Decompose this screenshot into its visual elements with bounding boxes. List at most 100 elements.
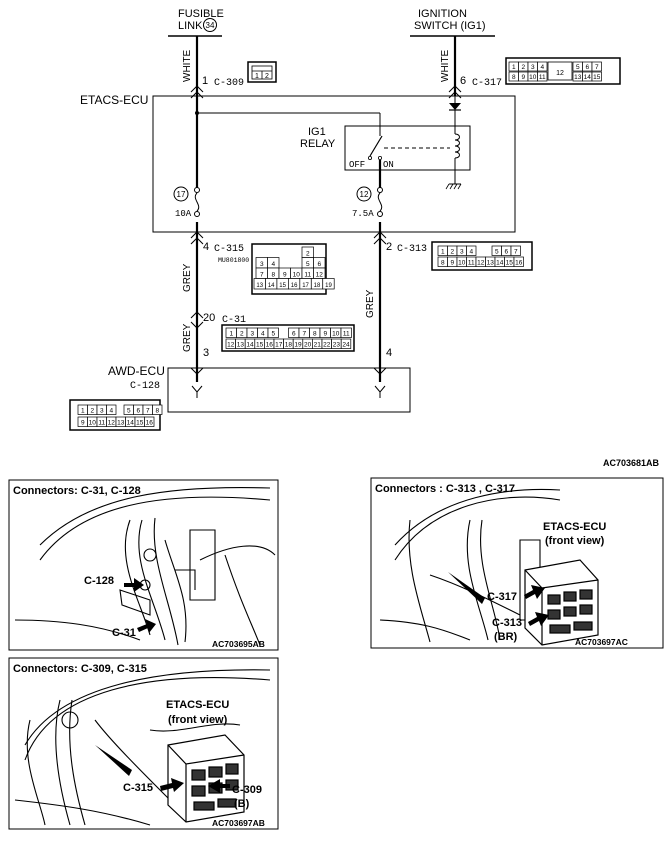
panel1-label-c128: C-128: [84, 575, 114, 587]
right-wire-color: WHITE: [440, 49, 451, 82]
c31-label: C-31: [222, 315, 246, 326]
panel3-label-c309: C-309: [232, 784, 262, 796]
connector-pin-number: 5: [127, 407, 131, 414]
panel3-ecu-icon: [167, 734, 245, 823]
fuse-12-circle: [356, 186, 372, 202]
panel1-code: AC703695AB: [212, 639, 265, 649]
connector-pin-number: 7: [302, 330, 306, 337]
grey-label-2: GREY: [182, 323, 193, 352]
fuse-10a-label: 10A: [175, 209, 192, 219]
connector-pin-number: 3: [260, 261, 264, 268]
connector-cell: [267, 327, 279, 338]
awd-ecu-box: [167, 367, 411, 413]
connector-pin-number: 20: [304, 341, 312, 348]
panel3-ecu-label: ETACS-ECU: [166, 699, 229, 711]
connector-pin-number: 8: [512, 74, 516, 81]
pin-3-label: 3: [203, 347, 209, 359]
fuse-10a-icon: [192, 187, 202, 222]
panel2-ecu-label-2: (front view): [545, 535, 605, 547]
c317-pin-12: 12: [556, 70, 564, 77]
connector-pin-number: 13: [487, 259, 495, 266]
connector-pin-number: 9: [283, 271, 287, 278]
connector-pin-number: 5: [306, 261, 310, 268]
panel2-label-br: (BR): [494, 631, 518, 643]
fusible-link-number-circle: [203, 18, 217, 32]
c309-pin-1: 1: [255, 73, 259, 80]
connector-pin-number: 14: [246, 341, 254, 348]
connector-pin-number: 18: [285, 341, 293, 348]
connector-cell: [152, 404, 163, 415]
relay-on-label: ON: [383, 160, 394, 170]
c315-label: C-315: [214, 244, 244, 255]
panel2-ecu-icon: [524, 559, 599, 646]
panel2-code: AC703697AC: [575, 637, 628, 647]
c309-pin-2: 2: [265, 73, 269, 80]
c309-connector: 1 2: [247, 61, 277, 83]
connector-pin-number: 13: [256, 283, 263, 289]
connector-pin-number: 22: [323, 341, 331, 348]
panel1-label-c31: C-31: [112, 627, 136, 639]
ignition-switch-label: IGNITION: [418, 8, 467, 20]
connector-pin-number: 13: [574, 74, 582, 81]
pin-1-label: 1: [202, 75, 208, 87]
panel2-arrow-c317: [524, 585, 545, 599]
pin-4b-label: 4: [386, 347, 392, 359]
connector-pin-number: 16: [291, 283, 298, 289]
connector-pin-number: 2: [306, 250, 310, 257]
connector-pin-number: 15: [256, 341, 264, 348]
connector-pin-number: 21: [314, 341, 322, 348]
connector-pin-number: 9: [81, 419, 85, 426]
panel1-title: Connectors: C-31, C-128: [13, 485, 141, 497]
panel3-ecu-label-2: (front view): [168, 714, 228, 726]
connector-cell: [144, 416, 155, 427]
connector-pin-number: 3: [250, 330, 254, 337]
c317-label: C-317: [472, 78, 502, 89]
connector-pin-number: 24: [342, 341, 350, 348]
connector-pin-number: 13: [237, 341, 245, 348]
connector-pin-number: 16: [146, 419, 154, 426]
connector-pin-number: 23: [333, 341, 341, 348]
connector-pin-number: 9: [323, 330, 327, 337]
connector-pin-number: 2: [240, 330, 244, 337]
connector-pin-number: 19: [294, 341, 302, 348]
connector-pin-number: 15: [593, 74, 601, 81]
awd-ecu-label: AWD-ECU: [108, 364, 165, 378]
panel-c31-c128: Connectors: C-31, C-128 C-128 C-31 AC703…: [8, 479, 279, 651]
c309-label: C-309: [214, 78, 244, 89]
fuse-7-5a-label: 7.5A: [352, 209, 374, 219]
connector-pin-number: 12: [108, 419, 116, 426]
connector-pin-number: 8: [313, 330, 317, 337]
panel3-wedge: [95, 745, 132, 776]
connector-pin-number: 4: [271, 261, 275, 268]
ig1-relay-label-2: RELAY: [300, 138, 336, 150]
connector-pin-number: 3: [460, 248, 464, 255]
connector-pin-number: 2: [521, 64, 525, 71]
connector-pin-number: 14: [268, 283, 275, 289]
c313-label: C-313: [397, 244, 427, 255]
left-wire-color: WHITE: [182, 49, 193, 82]
connector-pin-number: 3: [100, 407, 104, 414]
diode-icon: [449, 103, 461, 110]
connector-pin-number: 10: [332, 330, 340, 337]
panel1-arrow-c128: [124, 578, 144, 592]
connector-pin-number: 17: [302, 283, 309, 289]
connector-pin-number: 16: [266, 341, 274, 348]
connector-pin-number: 7: [595, 64, 599, 71]
connector-pin-number: 5: [271, 330, 275, 337]
pin-2-label: 2: [386, 241, 392, 253]
connector-pin-number: 9: [450, 259, 454, 266]
connector-pin-number: 3: [531, 64, 535, 71]
panel2-ecu-label: ETACS-ECU: [543, 521, 606, 533]
connector-cell: [322, 278, 335, 290]
connector-pin-number: 11: [539, 74, 546, 81]
connector-pin-number: 7: [260, 271, 264, 278]
connector-pin-number: 5: [576, 64, 580, 71]
fuse-17-num: 17: [177, 190, 186, 199]
connector-cell: [591, 61, 602, 72]
connector-pin-number: 17: [275, 341, 283, 348]
grey-label-1: GREY: [182, 263, 193, 292]
connector-pin-number: 12: [227, 341, 235, 348]
